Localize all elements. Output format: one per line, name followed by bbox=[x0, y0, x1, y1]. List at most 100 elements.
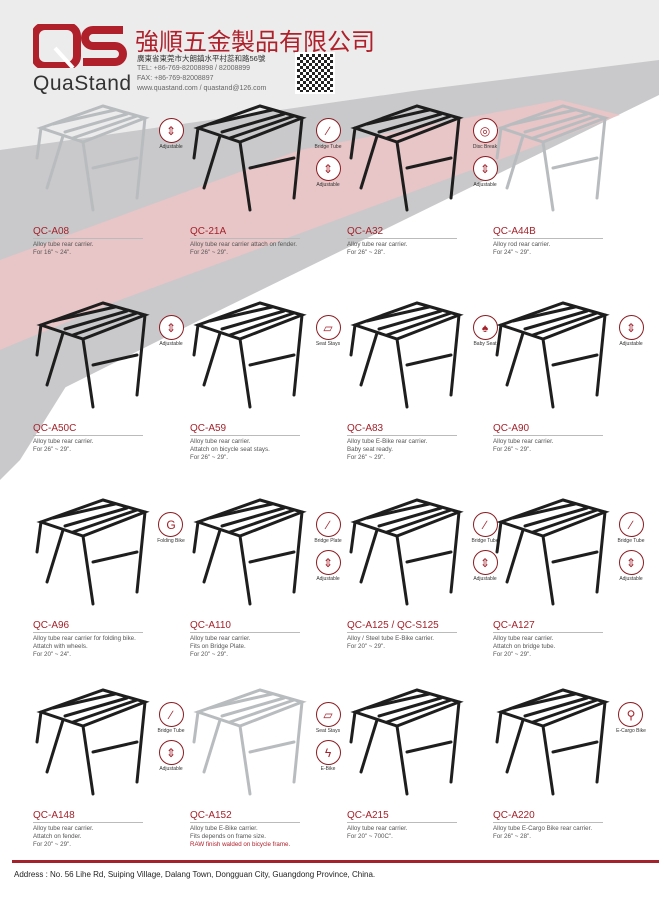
feature-badges: ∕Bridge Tube ⇕Adjustable bbox=[465, 512, 505, 582]
description-line: For 20" ~ 29". bbox=[33, 841, 71, 848]
product-description: Alloy tube E-Bike rear carrier.Baby seat… bbox=[347, 438, 427, 462]
bridge-tube-icon: ∕ bbox=[618, 512, 644, 537]
description-line: Alloy tube rear carrier for folding bike… bbox=[33, 635, 136, 642]
badge-label: Seat Stays bbox=[315, 341, 341, 347]
badge-label: Adjustable bbox=[159, 341, 183, 347]
feature-badges: ♠Baby Seat bbox=[465, 315, 505, 347]
product-name: QC-A215 bbox=[347, 810, 457, 823]
feature-badges: ◎Disc Break⇕Adjustable bbox=[465, 118, 505, 188]
fax: FAX: +86-769-82008897 bbox=[137, 75, 214, 82]
rack-image bbox=[349, 104, 464, 212]
rack-image bbox=[349, 498, 464, 606]
product-card: ∕Bridge Tube⇕Adjustable QC-A148 Alloy tu… bbox=[33, 682, 185, 857]
adjustable-icon: ⇕ bbox=[158, 118, 184, 143]
feature-badge: ⇕Adjustable bbox=[618, 550, 644, 582]
feature-badge: ∕Bridge Tube bbox=[472, 512, 498, 544]
product-name: QC-A110 bbox=[190, 620, 300, 633]
badge-label: Bridge Tube bbox=[314, 144, 342, 150]
product-description: Alloy tube rear carrier.Fits on Bridge P… bbox=[190, 635, 251, 659]
feature-badges: ▱Seat Stays bbox=[308, 315, 348, 347]
feature-badge: ⇕Adjustable bbox=[315, 156, 341, 188]
feature-badges: ∕Bridge Plate⇕Adjustable bbox=[308, 512, 348, 582]
description-line: Fits on Bridge Plate. bbox=[190, 643, 246, 650]
footer-address: Address : No. 56 Lihe Rd, Suiping Villag… bbox=[14, 870, 376, 879]
rack-image bbox=[349, 301, 464, 409]
feature-badge: ⇕Adjustable bbox=[472, 156, 498, 188]
folding-bike-icon: G bbox=[158, 512, 184, 537]
rack-image bbox=[35, 301, 150, 409]
description-line: For 20" ~ 24". bbox=[33, 651, 71, 658]
product-card: QC-A215 Alloy tube rear carrier.For 20" … bbox=[347, 682, 497, 857]
badge-label: Bridge Tube bbox=[617, 538, 645, 544]
description-line: For 26" ~ 29". bbox=[493, 446, 531, 453]
description-line: Attatch on fender. bbox=[33, 833, 82, 840]
feature-badges: ⇕Adjustable bbox=[611, 315, 651, 347]
description-line: For 26" ~ 29". bbox=[347, 454, 385, 461]
description-line: Fits depends on frame size. bbox=[190, 833, 267, 840]
product-name: QC-A127 bbox=[493, 620, 603, 633]
description-line: Baby seat ready. bbox=[347, 446, 393, 453]
product-name: QC-A08 bbox=[33, 226, 143, 239]
rack-image bbox=[35, 498, 150, 606]
rack-image bbox=[35, 104, 150, 212]
badge-label: Folding Bike bbox=[157, 538, 185, 544]
feature-badges: ∕Bridge Tube ⇕Adjustable bbox=[611, 512, 651, 582]
product-name: QC-A50C bbox=[33, 423, 143, 436]
feature-badge: ♠Baby Seat bbox=[472, 315, 498, 347]
product-name: QC-A220 bbox=[493, 810, 603, 823]
feature-badges: ∕Bridge Tube ⇕Adjustable bbox=[308, 118, 348, 188]
feature-badge: ∕Bridge Tube bbox=[314, 118, 342, 150]
badge-label: Bridge Plate bbox=[314, 538, 342, 544]
description-line: Attatch with wheels. bbox=[33, 643, 88, 650]
product-card: ∕Bridge Tube⇕Adjustable QC-A125 / QC-S12… bbox=[347, 492, 498, 667]
description-line: Alloy tube rear carrier. bbox=[493, 635, 554, 642]
description-line: For 16" ~ 24". bbox=[33, 249, 71, 256]
product-name: QC-A148 bbox=[33, 810, 143, 823]
product-description: Alloy tube rear carrier.Attatch on bicyc… bbox=[190, 438, 270, 462]
feature-badge: ⇕Adjustable bbox=[158, 740, 184, 772]
description-line: For 20" ~ 29". bbox=[347, 643, 385, 650]
feature-badges: ⚲E-Cargo Bike bbox=[611, 702, 651, 734]
description-line: Alloy tube E-Bike carrier. bbox=[190, 825, 258, 832]
adjustable-icon: ⇕ bbox=[158, 740, 184, 765]
product-description: Alloy tube rear carrier attach on fender… bbox=[190, 241, 297, 257]
product-description: Alloy / Steel tube E-Bike carrier.For 20… bbox=[347, 635, 434, 651]
badge-label: Baby Seat bbox=[473, 341, 497, 347]
tel: TEL: +86-769-82008898 / 82008899 bbox=[137, 65, 251, 72]
adjustable-icon: ⇕ bbox=[158, 315, 184, 340]
bridge-plate-icon: ∕ bbox=[315, 512, 341, 537]
feature-badge: ⇕Adjustable bbox=[158, 118, 184, 150]
feature-badges: ⇕Adjustable bbox=[151, 315, 191, 347]
rack-image bbox=[495, 498, 610, 606]
description-line: Alloy tube rear carrier. bbox=[347, 241, 408, 248]
brand-name: QuaStand bbox=[33, 72, 132, 95]
description-line: Alloy tube rear carrier. bbox=[33, 825, 94, 832]
badge-label: Adjustable bbox=[159, 766, 183, 772]
qr-code[interactable] bbox=[295, 52, 335, 94]
product-card: ⚲E-Cargo Bike QC-A220 Alloy tube E-Cargo… bbox=[493, 682, 646, 857]
badge-label: Adjustable bbox=[316, 182, 340, 188]
rack-image bbox=[35, 688, 150, 796]
feature-badge: ⇕Adjustable bbox=[472, 550, 498, 582]
badge-label: Bridge Tube bbox=[157, 728, 185, 734]
rack-image bbox=[192, 301, 307, 409]
product-name: QC-A83 bbox=[347, 423, 457, 436]
website-email[interactable]: www.quastand.com / quastand@126.com bbox=[137, 85, 267, 92]
badge-label: Adjustable bbox=[316, 576, 340, 582]
feature-badges: ⇕Adjustable bbox=[151, 118, 191, 150]
product-name: QC-A44B bbox=[493, 226, 603, 239]
description-line: Alloy tube rear carrier. bbox=[347, 825, 408, 832]
description-line: Alloy tube rear carrier. bbox=[33, 241, 94, 248]
footer-divider bbox=[12, 860, 659, 863]
product-name: QC-A90 bbox=[493, 423, 603, 436]
seat-stays-icon: ▱ bbox=[315, 702, 341, 727]
product-name: QC-A152 bbox=[190, 810, 300, 823]
description-line: For 20" ~ 29". bbox=[190, 651, 228, 658]
feature-badge: ⇕Adjustable bbox=[158, 315, 184, 347]
